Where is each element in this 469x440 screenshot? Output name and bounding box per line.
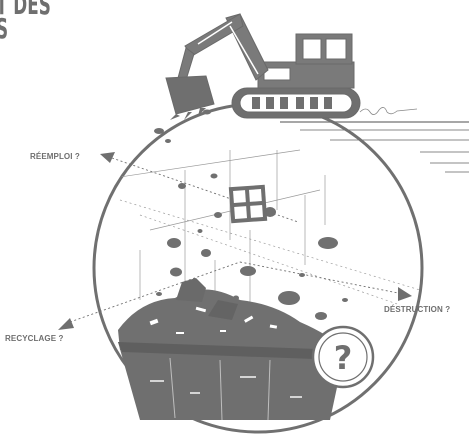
arrow-icon: [398, 287, 412, 301]
window-frame-icon: [229, 185, 267, 223]
arrow-icon: [100, 152, 115, 163]
arrow-icon: [58, 318, 74, 330]
label-recyclage: RECYCLAGE ?: [5, 334, 63, 343]
skip-container-icon: [118, 342, 345, 420]
label-destruction: DÉSTRUCTION ?: [384, 305, 450, 314]
label-reemploi: RÉEMPLOI ?: [30, 152, 80, 161]
debris-heap: [118, 278, 345, 350]
question-badge-icon: ?: [313, 327, 373, 387]
excavator-icon: [166, 14, 360, 120]
question-badge-symbol: ?: [334, 339, 353, 377]
